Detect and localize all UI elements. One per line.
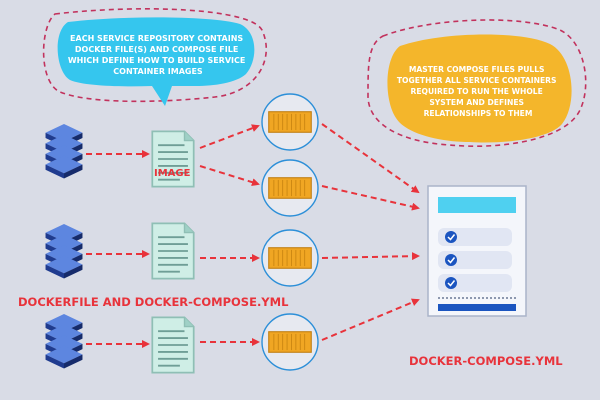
document-icon [151, 316, 195, 374]
checklist-document-icon [427, 185, 527, 317]
shipping-container-icon [268, 177, 312, 199]
callout-left-bubble [57, 17, 255, 106]
callout-right-dashed-outline [367, 19, 587, 148]
callout-left-line-2: DOCKER FILE(S) AND COMPOSE FILE [75, 45, 238, 54]
document-icon [151, 222, 195, 280]
server-stack-icon [45, 313, 83, 369]
container-node-4 [261, 313, 319, 371]
docker-compose-yml-label: DOCKER-COMPOSE.YML [409, 354, 563, 368]
callout-left-dashed-outline [42, 8, 267, 103]
arrow-container4-compose [321, 298, 420, 341]
arrow-doc1-container1 [199, 124, 260, 149]
callout-right-line-2: TOGETHER ALL SERVICE CONTAINERS [397, 76, 557, 85]
arrow-container1-compose [321, 123, 420, 194]
callout-right-line-1: MASTER COMPOSE FILES PULLS [409, 65, 545, 74]
dockerfile-compose-label: DOCKERFILE AND DOCKER-COMPOSE.YML [18, 295, 289, 309]
callout-left-line-4: CONTAINER IMAGES [113, 67, 203, 76]
shipping-container-icon [268, 111, 312, 133]
callout-right-text: MASTER COMPOSE FILES PULLS TOGETHER ALL … [397, 65, 559, 118]
callout-right-bubble [387, 34, 572, 143]
arrow-container3-compose [321, 252, 420, 261]
callout-left: EACH SERVICE REPOSITORY CONTAINS DOCKER … [42, 8, 267, 106]
callout-left-line-3: WHICH DEFINE HOW TO BUILD SERVICE [68, 56, 245, 65]
arrow-doc1-container2 [199, 165, 260, 187]
callout-left-line-1: EACH SERVICE REPOSITORY CONTAINS [70, 34, 243, 43]
container-node-1 [261, 93, 319, 151]
shipping-container-icon [268, 331, 312, 353]
server-stack-icon [45, 123, 83, 179]
arrow-container2-compose [321, 185, 420, 211]
server-stack-icon [45, 223, 83, 279]
container-node-2 [261, 159, 319, 217]
container-node-3 [261, 229, 319, 287]
image-label: IMAGE [154, 168, 191, 179]
shipping-container-icon [268, 247, 312, 269]
arrows [86, 123, 420, 348]
callout-right-line-4: SYSTEM AND DEFINES [429, 98, 524, 107]
callout-left-text: EACH SERVICE REPOSITORY CONTAINS DOCKER … [68, 34, 248, 76]
callout-right-line-3: REQUIRED TO RUN THE WHOLE [411, 87, 543, 96]
callout-right: MASTER COMPOSE FILES PULLS TOGETHER ALL … [367, 19, 587, 148]
callout-right-line-5: RELATIONSHIPS TO THEM [424, 109, 533, 118]
